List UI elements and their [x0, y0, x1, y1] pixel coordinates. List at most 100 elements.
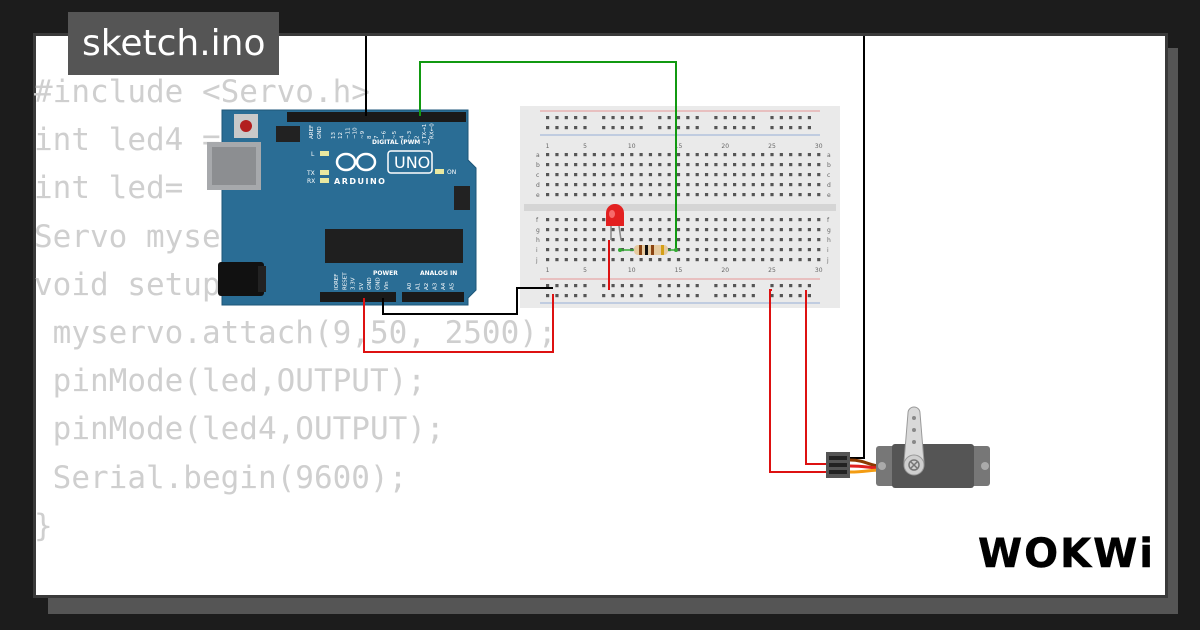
tx-label: TX: [306, 170, 315, 177]
digital-pin-label: RX←0: [430, 123, 436, 139]
code-line: Serial.begin(9600);: [34, 459, 408, 496]
digital-label: DIGITAL (PWM ~): [372, 139, 430, 146]
breadboard-row-letter: d: [536, 182, 540, 189]
breadboard-row-letter: a: [827, 152, 831, 159]
breadboard-row-letter: i: [536, 247, 538, 254]
resistor[interactable]: [618, 245, 678, 255]
wire-black-gnd: [382, 287, 553, 315]
digital-pin-label: ~11: [345, 127, 351, 139]
breadboard-column-number: 20: [721, 267, 729, 274]
breadboard-column-number: 15: [675, 267, 683, 274]
arduino-logo: [335, 150, 433, 174]
analog-pin-label: A4: [441, 282, 447, 290]
breadboard-column-number: 1: [546, 267, 550, 274]
l-label: L: [311, 151, 315, 158]
breadboard-row-letter: h: [827, 237, 831, 244]
breadboard-row-letter: i: [827, 247, 829, 254]
breadboard-column-number: 10: [628, 143, 636, 150]
code-line: pinMode(led4,OUTPUT);: [34, 411, 445, 448]
code-line: #include <Servo.h>: [34, 74, 370, 110]
analog-pin-label: A3: [433, 282, 439, 290]
breadboard-row-letter: g: [536, 227, 540, 234]
digital-pin-label: ~10: [353, 127, 359, 139]
power-pin-label: RESET: [342, 272, 348, 290]
digital-header-right: [386, 112, 466, 122]
digital-pin-label: TX→1: [422, 124, 428, 140]
wire-green-pin4: [419, 61, 677, 250]
power-jack: [218, 262, 264, 296]
code-line: pinMode(led,OUTPUT);: [34, 363, 426, 400]
analog-pin-label: A0: [407, 282, 413, 290]
power-pin-label: GND: [367, 277, 373, 290]
on-led: [435, 169, 444, 174]
digital-pin-label: ~5: [392, 130, 398, 139]
wire-red-servo-vcc: [769, 289, 830, 473]
l-led: [320, 151, 329, 156]
wokwi-logo-text: WOKWi: [978, 531, 1151, 577]
power-pin-label: 5V: [359, 283, 365, 290]
power-label: POWER: [373, 270, 398, 277]
arduino-uno-board[interactable]: UNO ARDUINO DIGITAL (PWM ~) L TX RX ON P…: [207, 109, 477, 306]
code-line: }: [34, 507, 53, 544]
analog-pin-label: A5: [450, 282, 456, 290]
icsp-header: [276, 126, 470, 210]
power-pin-label: 3.3V: [351, 277, 357, 290]
servo-motor[interactable]: [826, 406, 990, 488]
breadboard-row-letter: h: [536, 237, 540, 244]
digital-pin-label: 4: [400, 135, 406, 139]
breadboard-row-letter: j: [826, 257, 829, 264]
breadboard-row-letter: f: [827, 217, 830, 224]
wokwi-logo: WOKWi: [978, 531, 1151, 578]
aref-gnd-label: AREF: [309, 125, 315, 139]
breadboard-row-letter: f: [536, 217, 539, 224]
file-tab[interactable]: sketch.ino: [68, 12, 280, 75]
breadboard-holes: [546, 116, 821, 298]
breadboard-row-letter: b: [536, 162, 540, 169]
atmega-chip: [325, 229, 463, 263]
breadboard-row-letter: c: [827, 172, 830, 179]
breadboard-row-letter: c: [536, 172, 539, 179]
wire-red-servo-gnd: [805, 290, 830, 465]
breadboard-row-letter: d: [827, 182, 831, 189]
breadboard-column-number: 5: [583, 143, 587, 150]
analog-pin-label: A2: [424, 283, 430, 290]
breadboard-column-number: 1: [546, 143, 550, 150]
digital-pin-label: ~3: [407, 130, 413, 139]
breadboard-row-letter: e: [536, 192, 540, 199]
rx-label: RX: [307, 178, 315, 185]
red-led[interactable]: [606, 204, 624, 241]
breadboard-center-gap: [524, 204, 836, 211]
breadboard-column-number: 10: [628, 267, 636, 274]
wire-red-5v: [363, 294, 554, 353]
power-header: [320, 292, 396, 302]
breadboard-row-letter: g: [827, 227, 831, 234]
wire-black-servo-signal: [850, 36, 865, 459]
digital-pin-label: 13: [331, 132, 337, 139]
breadboard-column-number: 25: [768, 143, 776, 150]
breadboard-row-letter: a: [536, 152, 540, 159]
on-label: ON: [447, 169, 456, 176]
board-brand-label: ARDUINO: [334, 177, 386, 186]
digital-pin-label: 12: [338, 132, 344, 139]
tx-led: [320, 170, 329, 175]
breadboard-row-letter: b: [827, 162, 831, 169]
rx-led: [320, 178, 329, 183]
digital-pin-label: ~6: [381, 130, 387, 139]
breadboard-row-letter: e: [827, 192, 831, 199]
power-pin-label: Vin: [384, 281, 390, 290]
wires: [363, 36, 865, 473]
code-line: int led=: [34, 170, 184, 207]
aref-gnd-label: GND: [317, 126, 323, 139]
analog-label: ANALOG IN: [420, 270, 457, 277]
breadboard-row-letter: j: [535, 257, 538, 264]
analog-pin-label: A1: [416, 283, 422, 290]
digital-header-left: [287, 112, 395, 122]
